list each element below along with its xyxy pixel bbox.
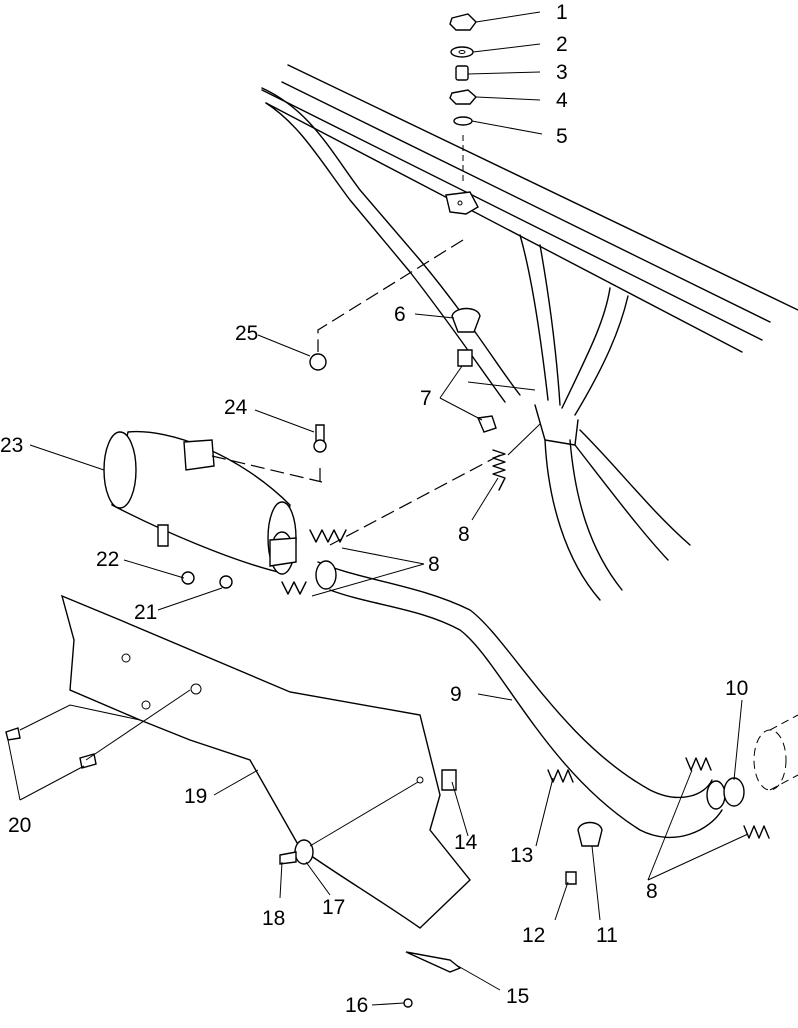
- callout-labels: 1 2 3 4 5 6 7 8 8 8 9 10 11 12 13 14 15 …: [0, 1, 748, 1017]
- callout-6: 6: [394, 303, 406, 326]
- exhaust-springs: [281, 449, 770, 839]
- callout-5: 5: [556, 125, 568, 148]
- callout-7: 7: [420, 387, 432, 410]
- callout-4: 4: [556, 89, 568, 112]
- callout-8-spring-muffler: 8: [428, 553, 440, 576]
- callout-16: 16: [345, 994, 368, 1017]
- assembly-lines: [19, 239, 541, 761]
- callout-2: 2: [556, 33, 568, 56]
- callout-24: 24: [224, 396, 248, 419]
- callout-18: 18: [262, 907, 285, 930]
- callout-8-spring-outlet: 8: [646, 880, 658, 903]
- callout-9: 9: [450, 683, 462, 706]
- heat-shield: [60, 594, 471, 929]
- head-pipe: [315, 560, 726, 839]
- upper-mount-bracket: [445, 191, 479, 215]
- callout-25: 25: [235, 322, 258, 345]
- mount-hardware-stack: [449, 13, 477, 185]
- exhaust-gasket: [723, 714, 798, 807]
- callout-15: 15: [506, 985, 529, 1008]
- fasteners: [5, 307, 603, 1008]
- callout-14: 14: [454, 831, 478, 854]
- muffler: [103, 430, 297, 575]
- callout-17: 17: [322, 896, 345, 919]
- callout-22: 22: [96, 548, 119, 571]
- callout-19: 19: [184, 785, 207, 808]
- callout-20: 20: [8, 814, 31, 837]
- callout-21: 21: [134, 601, 157, 624]
- callout-10: 10: [725, 677, 748, 700]
- callout-12: 12: [522, 924, 545, 947]
- callout-13: 13: [510, 844, 533, 867]
- frame: [261, 64, 798, 601]
- callout-3: 3: [556, 61, 568, 84]
- leader-lines: [7, 11, 749, 1006]
- callout-11: 11: [596, 924, 618, 947]
- callout-1: 1: [556, 1, 568, 24]
- callout-8-spring-frame: 8: [458, 523, 470, 546]
- callout-23: 23: [0, 434, 23, 457]
